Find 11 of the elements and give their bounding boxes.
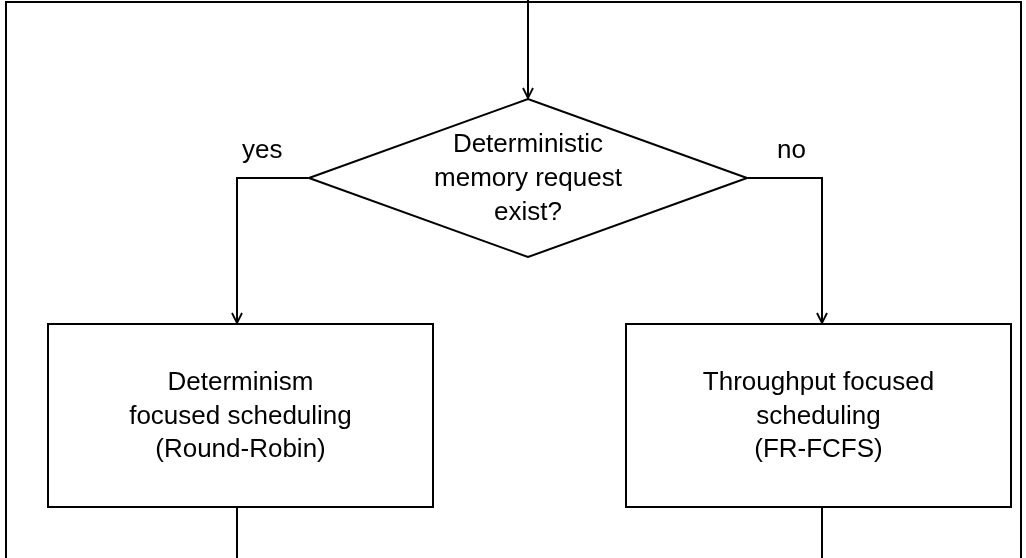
decision-diamond [308, 98, 748, 258]
process-box [625, 323, 1012, 508]
node-label: (Round-Robin) [154, 432, 327, 466]
node-label: Determinism focused scheduling [128, 364, 353, 432]
node-label: Throughput focused scheduling [701, 364, 936, 432]
node-label: (FR-FCFS) [753, 432, 884, 466]
node-label: Deterministic memory request exist? [433, 127, 623, 228]
arrow [522, 0, 534, 99]
process-box [47, 323, 434, 508]
arrow [747, 177, 828, 324]
arrow [231, 177, 309, 324]
